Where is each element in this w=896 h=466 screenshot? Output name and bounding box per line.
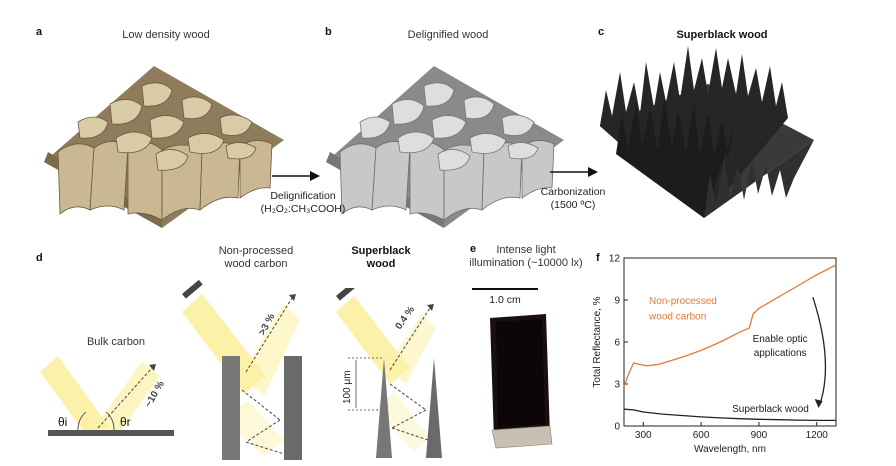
y-tick-label-0: 0: [614, 422, 620, 433]
bulk-carbon-schematic: θi θr ~10 %: [40, 356, 174, 436]
superblack-label-line1: Superblack: [351, 245, 411, 257]
theta-i-symbol: θi: [58, 415, 67, 429]
superblack-wood-schematic: 100 μm 0.4 %: [336, 288, 442, 458]
nonprocessed-label-line1: Non-processed: [218, 245, 294, 257]
carbonization-label: Carbonization: [540, 186, 606, 198]
panel-b-title: Delignified wood: [407, 29, 489, 41]
panel-c-letter: c: [598, 26, 605, 38]
panel-f-letter: f: [596, 252, 600, 264]
panel-a-letter: a: [36, 26, 43, 38]
delignification-reagent: (H₂O₂:CH₃COOH): [260, 203, 346, 215]
x-tick-label-0: 300: [635, 430, 652, 441]
scale-bar-label: 1.0 cm: [489, 294, 521, 306]
series-label-superblack: Superblack wood: [732, 404, 809, 415]
series-label-nonprocessed-line2: wood carbon: [648, 312, 706, 323]
y-axis-label: Total Reflectance, %: [592, 296, 603, 387]
annotation-line1: Enable optic: [753, 334, 808, 345]
delignified-wood-illustration: [326, 66, 564, 228]
y-tick-label-1: 3: [614, 380, 620, 391]
carbonization-step: Carbonization (1500 ºC): [518, 186, 628, 212]
theta-r-symbol: θr: [120, 415, 131, 429]
nonprocessed-label: Non-processed wood carbon: [206, 245, 306, 271]
x-tick-label-2: 900: [751, 430, 768, 441]
series-line-0: [623, 264, 837, 388]
delignification-arrow: [272, 171, 320, 181]
y-tick-label-4: 12: [609, 254, 621, 265]
panel-c-title: Superblack wood: [676, 29, 768, 41]
annotation-arrowhead: [814, 399, 823, 408]
bulk-carbon-label: Bulk carbon: [86, 336, 146, 348]
x-tick-label-1: 600: [693, 430, 710, 441]
scale-bar: [472, 288, 538, 290]
delignification-label: Delignification: [270, 190, 336, 202]
superblack-sample-photo: [490, 314, 553, 449]
series-label-nonprocessed-line1: Non-processed: [649, 296, 717, 307]
y-tick-label-2: 6: [614, 338, 620, 349]
panel-e-letter: e: [470, 243, 477, 255]
x-tick-label-3: 1200: [806, 430, 829, 441]
delignification-step: Delignification (H₂O₂:CH₃COOH): [248, 190, 358, 216]
x-axis-label: Wavelength, nm: [694, 444, 766, 455]
superblack-wood-illustration: [600, 46, 814, 218]
illumination-title-line2: illumination (~10000 lx): [469, 257, 583, 269]
superblack-label-line2: wood: [366, 258, 396, 270]
carbonization-arrow: [550, 167, 598, 177]
superblack-label: Superblack wood: [346, 245, 416, 271]
illumination-title-line1: Intense light: [496, 244, 556, 256]
nonprocessed-label-line2: wood carbon: [224, 258, 288, 270]
carbonization-temperature: (1500 ºC): [550, 199, 596, 211]
superblack-height-label: 100 μm: [342, 370, 353, 404]
annotation-arrow: [812, 297, 827, 406]
nonprocessed-wood-carbon-schematic: >3 %: [182, 280, 302, 460]
panel-a-title: Low density wood: [122, 29, 210, 41]
illumination-title: Intense light illumination (~10000 lx): [460, 244, 592, 270]
series-line-1: [623, 408, 836, 422]
annotation-line2: applications: [754, 348, 807, 359]
low-density-wood-illustration: [44, 66, 284, 228]
y-tick-label-3: 9: [614, 296, 620, 307]
panel-d-letter: d: [36, 252, 43, 264]
panel-b-letter: b: [325, 26, 332, 38]
